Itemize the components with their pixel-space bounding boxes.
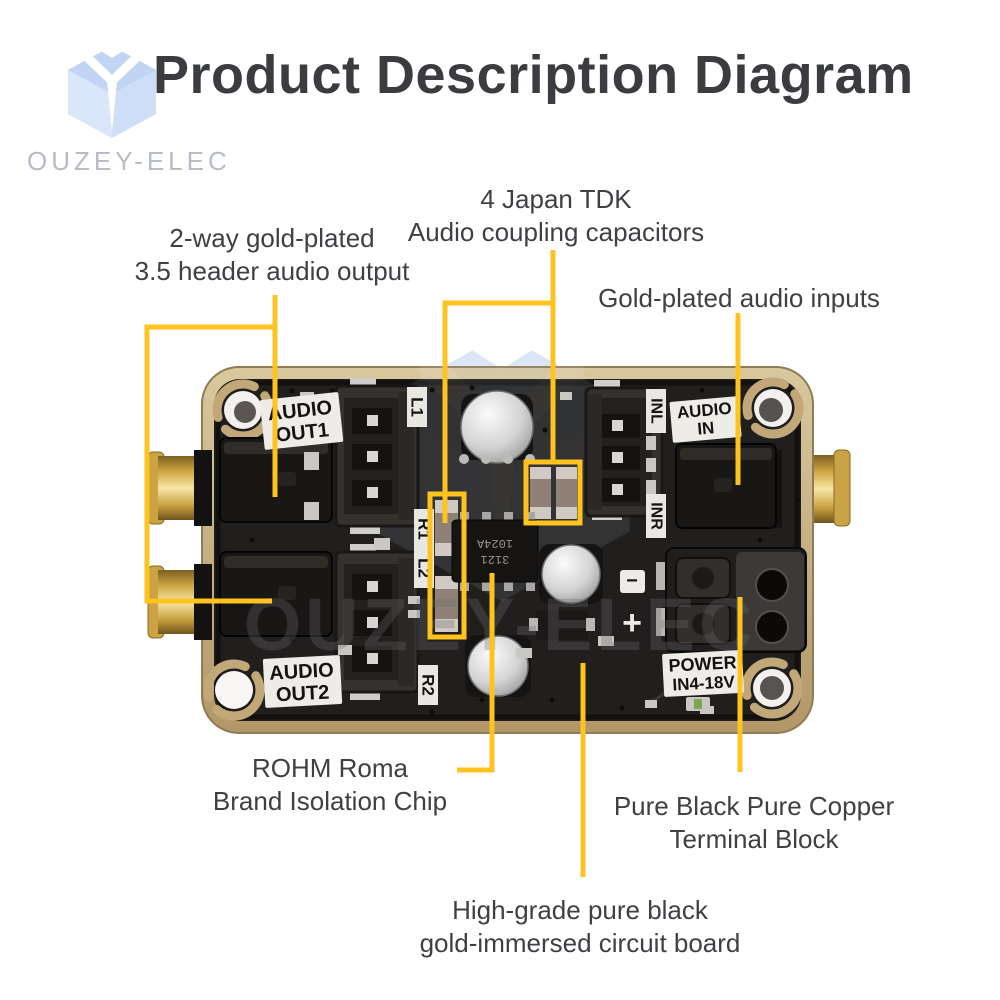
header-connector-in [584, 380, 664, 520]
callout-audio-output-line1: 2-way gold-plated [169, 223, 375, 253]
silkscreen-audio-out2: AUDIO OUT2 [262, 655, 343, 708]
page-title: Product Description Diagram [153, 45, 914, 105]
silkscreen-tag-l1: L1 [407, 387, 427, 427]
callout-audio-inputs: Gold-plated audio inputs [598, 282, 880, 315]
electrolytic-capacitor [460, 390, 534, 464]
header-connector-out1 [334, 378, 420, 534]
mounting-holes [203, 377, 804, 721]
power-text-line1: POWER [668, 652, 737, 676]
coupling-capacitor [435, 576, 458, 632]
audio-in-text-line2: IN [697, 418, 716, 438]
audio-out2-text-line2: OUT2 [275, 682, 329, 707]
silkscreen-tag-inl: INL [646, 389, 666, 433]
watermark-text: OUZEY-ELEC [244, 583, 757, 666]
callout-isolation-chip-line1: ROHM Roma [251, 753, 409, 783]
led [686, 697, 710, 711]
silkscreen-tag-inr: INR [646, 494, 666, 538]
callout-circuit-board-line1: High-grade pure black [452, 895, 708, 925]
callout-audio-output: 2-way gold-plated 3.5 header audio outpu… [135, 222, 410, 288]
tag-r2-text: R2 [419, 674, 438, 696]
mounting-hole [742, 377, 804, 439]
audio-jack-out2 [194, 551, 333, 640]
audio-jack-in [675, 443, 782, 529]
electrolytic-capacitor [539, 544, 603, 604]
callout-circuit-board: High-grade pure black gold-immersed circ… [420, 894, 741, 960]
callout-terminal-block-line1: Pure Black Pure Copper [613, 791, 895, 821]
mounting-hole [203, 659, 265, 721]
callout-isolation-chip-line2: Brand Isolation Chip [212, 786, 448, 816]
silkscreen-audio-out1: AUDIO OUT1 [259, 392, 344, 450]
power-text-line2: IN4-18V [672, 672, 736, 694]
callout-coupling-caps-line2: Audio coupling capacitors [407, 217, 705, 247]
audio-in-text-line1: AUDIO [676, 399, 732, 423]
cube-logo-icon [68, 44, 156, 138]
callout-circuit-board-line2: gold-immersed circuit board [419, 928, 741, 958]
callout-coupling-caps-line1: 4 Japan TDK [480, 184, 632, 214]
callout-isolation-chip: ROHM Roma Brand Isolation Chip [213, 752, 447, 818]
mounting-hole [741, 657, 803, 719]
silkscreen-power: POWER IN4-18V [662, 649, 745, 697]
leader-lines [144, 250, 743, 877]
header-connector-out2 [334, 544, 420, 700]
leader-coupling-caps-2 [442, 300, 553, 523]
tag-inl-text: INL [648, 398, 665, 424]
callout-coupling-caps: 4 Japan TDK Audio coupling capacitors [408, 183, 704, 249]
highlight-box-center-caps [523, 459, 583, 526]
callout-terminal-block: Pure Black Pure Copper Terminal Block [614, 790, 894, 856]
polarity-minus: − [626, 570, 638, 592]
silkscreen-audio-in: AUDIO IN [669, 396, 742, 443]
leader-isolation-chip [457, 573, 495, 773]
polarity-marks: − + [620, 570, 645, 642]
callout-audio-output-line2: 3.5 header audio output [134, 256, 410, 286]
highlight-box-left-caps [427, 491, 467, 640]
coupling-capacitors [435, 467, 577, 632]
electrolytic-capacitor [465, 635, 531, 697]
tag-inr-text: INR [648, 502, 665, 530]
brand-name: OUZEY-ELEC [27, 146, 231, 176]
chip-marking-line2: 1024A [476, 536, 513, 550]
callout-audio-inputs-line1: Gold-plated audio inputs [598, 283, 880, 313]
terminal-block [656, 547, 807, 653]
isolation-chip: 3121 1024A [451, 454, 539, 591]
coupling-capacitor [556, 467, 577, 519]
coupling-capacitor [530, 467, 551, 519]
polarity-plus: + [622, 604, 642, 642]
chip-marking-line1: 3121 [481, 552, 510, 566]
tag-l1-text: L1 [408, 397, 427, 417]
audio-out2-text-line1: AUDIO [269, 659, 335, 684]
callout-terminal-block-line2: Terminal Block [669, 824, 839, 854]
silkscreen-tag-r2: R2 [418, 665, 438, 705]
leader-audio-output-2 [144, 324, 275, 604]
